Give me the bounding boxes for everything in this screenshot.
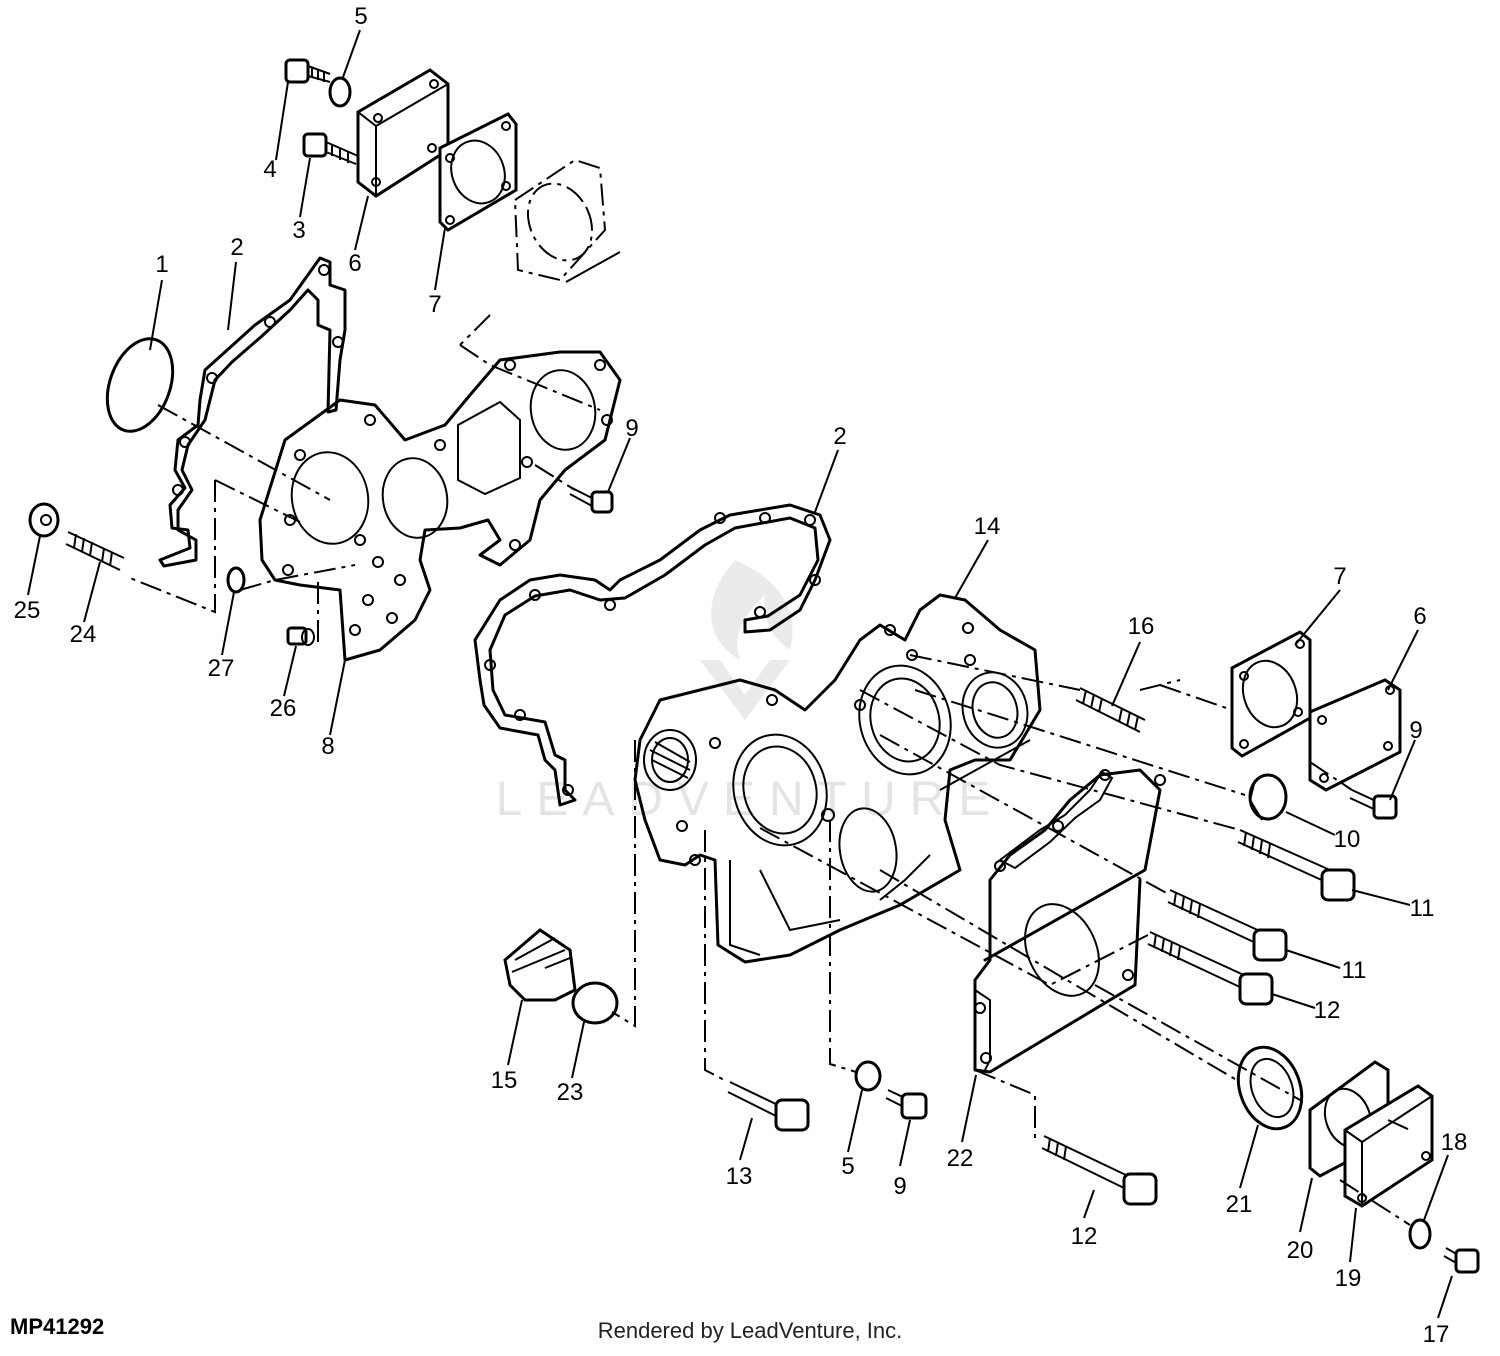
cap-screw-11-upper: [1237, 829, 1356, 902]
callout-11-upper: 11: [1410, 895, 1435, 922]
callout-21: 21: [1226, 1191, 1253, 1218]
washer-18: [1408, 1218, 1432, 1250]
cap-screw-9-upper: [569, 487, 614, 514]
callout-4: 4: [263, 156, 276, 183]
figure-code: MP41292: [10, 1314, 105, 1339]
callout-9-lower: 9: [893, 1173, 906, 1200]
callout-9-right: 9: [1409, 717, 1422, 744]
o-ring-1: [105, 337, 175, 433]
watermark: LEADVENTURE: [496, 560, 990, 826]
gasket-2-lower-holes: [484, 512, 821, 796]
gasket-7-top: [438, 112, 518, 232]
cover-plate-6-top: [356, 68, 450, 198]
plug-26: [286, 626, 315, 646]
callout-5-top: 5: [354, 3, 367, 30]
callout-2-lower: 2: [833, 423, 846, 450]
callout-9-upper: 9: [625, 415, 638, 442]
callout-12-lower: 12: [1071, 1223, 1098, 1250]
phantom-housing: [513, 158, 621, 283]
gasket-2-lower: [473, 503, 832, 807]
callout-7-right: 7: [1333, 563, 1346, 590]
alignment-lines: [129, 314, 1411, 1226]
callout-20: 20: [1287, 1237, 1314, 1264]
callout-11-lower: 11: [1342, 957, 1367, 984]
cap-screw-9-right: [1349, 789, 1398, 820]
callout-3: 3: [292, 217, 305, 244]
cap-screw-12-upper: [1147, 931, 1274, 1006]
callout-15: 15: [491, 1067, 518, 1094]
leader-lines: [27, 29, 1453, 1319]
callout-5-lower: 5: [841, 1153, 854, 1180]
callout-26: 26: [270, 695, 297, 722]
front-plate-8-holes: [282, 359, 613, 636]
cover-plate-19: [1343, 1084, 1434, 1208]
gasket-7-right: [1230, 630, 1312, 758]
cap-screw-9-lower: [885, 1089, 928, 1120]
timing-gear-cover-14: [633, 593, 1042, 964]
washer-5-top: [328, 76, 352, 108]
nut-25: [28, 502, 60, 538]
oil-seal-21: [1236, 1045, 1304, 1131]
cap-screw-13: [727, 1081, 810, 1132]
cap-screw-17: [1443, 1247, 1480, 1274]
callout-16: 16: [1128, 613, 1155, 640]
cap-screw-4: [284, 58, 331, 84]
callout-10: 10: [1334, 826, 1361, 853]
gasket-2-upper: [158, 256, 347, 568]
callout-6-top: 6: [348, 250, 361, 277]
stud-16: [1075, 687, 1146, 733]
callout-24: 24: [70, 621, 97, 648]
callout-17: 17: [1423, 1321, 1450, 1348]
callout-22: 22: [947, 1145, 974, 1172]
spacer-10: [1248, 773, 1288, 821]
callout-1: 1: [155, 251, 168, 278]
callout-8: 8: [321, 733, 334, 760]
front-plate-8: [258, 350, 622, 662]
callout-7-top: 7: [428, 291, 441, 318]
callout-18: 18: [1441, 1129, 1468, 1156]
callout-2-upper: 2: [230, 234, 243, 261]
render-credit: Rendered by LeadVenture, Inc.: [597, 1318, 903, 1343]
o-ring-23: [571, 981, 619, 1025]
cover-plate-6-right: [1308, 678, 1402, 792]
o-ring-27: [226, 566, 246, 594]
cap-screw-12-lower: [1041, 1135, 1158, 1206]
callout-23: 23: [557, 1079, 584, 1106]
callout-12-upper: 12: [1314, 997, 1341, 1024]
housing-plug-15: [503, 928, 577, 1002]
callout-25: 25: [14, 597, 41, 624]
callout-19: 19: [1335, 1265, 1362, 1292]
stud-24: [65, 531, 125, 571]
cap-screw-11-lower: [1167, 889, 1288, 962]
cap-screw-3: [302, 132, 359, 165]
callout-14: 14: [974, 513, 1001, 540]
callout-labels: 1 2 2 3 4 5 5 6 6 7 7 8 9 9 9 10 11 11 1…: [14, 3, 1468, 1348]
callout-13: 13: [726, 1163, 753, 1190]
callout-27: 27: [208, 655, 235, 682]
washer-5-lower: [854, 1060, 882, 1092]
gasket-2-upper-holes: [172, 264, 344, 496]
callout-6-right: 6: [1413, 603, 1426, 630]
cover-plate-22: [973, 768, 1166, 1074]
